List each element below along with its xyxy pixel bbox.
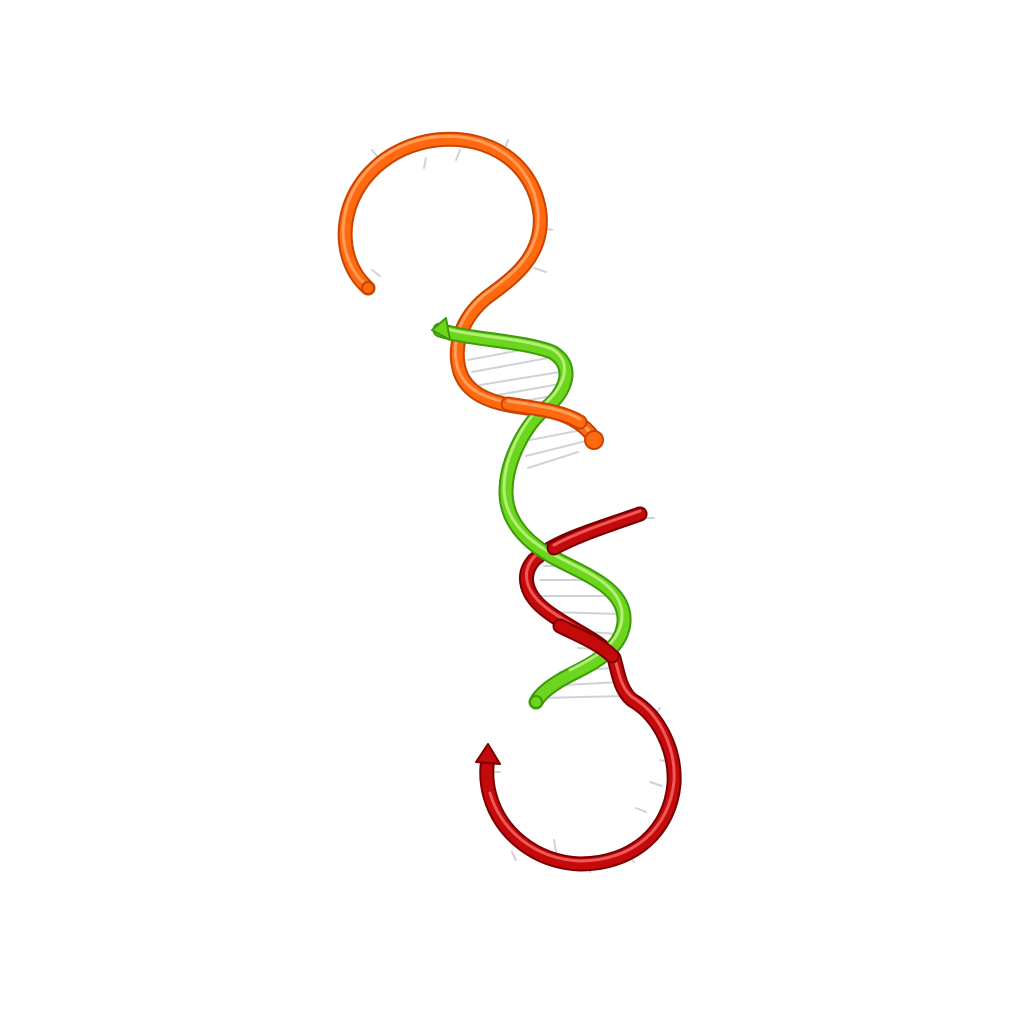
- orange-strand[interactable]: [337, 131, 604, 450]
- orange-strand-front-segment: [500, 396, 588, 430]
- red-strand-front-segment: [546, 506, 648, 664]
- red-strand[interactable]: [475, 506, 682, 872]
- green-strand[interactable]: [431, 317, 632, 710]
